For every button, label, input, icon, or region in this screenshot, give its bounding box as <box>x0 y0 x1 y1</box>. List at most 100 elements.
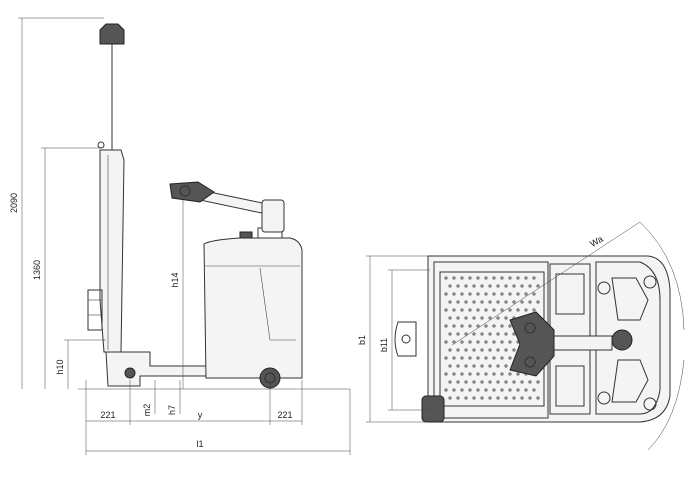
dimension-m2: m2 <box>142 380 156 416</box>
dimension-221-front-label: 221 <box>100 410 115 420</box>
platform-hole <box>483 355 489 361</box>
platform-hole <box>471 283 477 289</box>
dimension-b1: b1 <box>357 255 428 423</box>
platform-hole <box>491 355 497 361</box>
platform-hole <box>487 347 493 353</box>
platform-hole <box>531 291 537 297</box>
platform-hole <box>499 339 505 345</box>
dimension-b1-label: b1 <box>357 335 367 345</box>
platform-hole <box>503 379 509 385</box>
platform-hole <box>459 275 465 281</box>
platform-hole <box>499 387 505 393</box>
platform-hole <box>471 379 477 385</box>
platform-hole <box>531 307 537 313</box>
platform-hole <box>459 307 465 313</box>
platform-hole <box>471 347 477 353</box>
platform-hole <box>479 283 485 289</box>
platform-hole <box>515 275 521 281</box>
platform-hole <box>483 371 489 377</box>
platform-hole <box>491 371 497 377</box>
drive-unit <box>203 227 303 389</box>
platform-hole <box>459 371 465 377</box>
dimension-1360-label: 1360 <box>32 260 42 280</box>
dimension-b11-label: b11 <box>379 338 389 352</box>
dimension-y-label: y <box>198 410 203 420</box>
platform-hole <box>463 283 469 289</box>
platform-hole <box>467 323 473 329</box>
platform-hole <box>499 355 505 361</box>
platform-hole <box>467 291 473 297</box>
platform-hole <box>499 371 505 377</box>
platform-hole <box>507 275 513 281</box>
tiller-arm <box>169 181 285 233</box>
platform-hole <box>479 379 485 385</box>
platform-hole <box>471 299 477 305</box>
platform-hole <box>467 339 473 345</box>
platform-hole <box>487 283 493 289</box>
platform-hole <box>467 307 473 313</box>
platform-hole <box>495 379 501 385</box>
dimension-h10: h10 <box>55 339 106 389</box>
platform-hole <box>511 379 517 385</box>
platform-hole <box>471 395 477 401</box>
platform-hole <box>487 395 493 401</box>
platform-hole <box>479 299 485 305</box>
platform-hole <box>491 275 497 281</box>
side-view: 2090 1360 h10 h14 m2 h7 <box>9 17 351 455</box>
platform-hole <box>507 291 513 297</box>
platform-hole <box>447 379 453 385</box>
platform-hole <box>451 323 457 329</box>
platform-hole <box>495 299 501 305</box>
platform-hole <box>475 371 481 377</box>
platform-hole <box>499 307 505 313</box>
platform-hole <box>503 299 509 305</box>
platform-hole <box>519 283 525 289</box>
platform-hole <box>451 307 457 313</box>
platform-hole <box>527 379 533 385</box>
platform-hole <box>459 387 465 393</box>
platform-hole <box>471 331 477 337</box>
platform-hole <box>479 347 485 353</box>
platform-hole <box>479 315 485 321</box>
platform-hole <box>471 315 477 321</box>
platform-hole <box>503 283 509 289</box>
platform-hole <box>507 323 513 329</box>
platform-hole <box>527 299 533 305</box>
dimension-h14: h14 <box>170 200 184 389</box>
dimension-h10-label: h10 <box>55 359 65 374</box>
platform-hole <box>531 387 537 393</box>
platform-hole <box>503 395 509 401</box>
platform-hole <box>447 299 453 305</box>
platform-hole <box>467 387 473 393</box>
dimension-221-rear-label: 221 <box>277 410 292 420</box>
platform-hole <box>455 299 461 305</box>
platform-hole <box>471 363 477 369</box>
platform-hole <box>503 315 509 321</box>
platform-hole <box>511 395 517 401</box>
dimension-2090-label: 2090 <box>9 193 19 213</box>
platform-hole <box>515 307 521 313</box>
platform-hole <box>535 395 541 401</box>
platform-hole <box>511 299 517 305</box>
platform-hole <box>503 331 509 337</box>
platform-hole <box>463 315 469 321</box>
platform-hole <box>475 355 481 361</box>
platform-hole <box>511 283 517 289</box>
platform-hole <box>483 307 489 313</box>
platform-hole <box>491 307 497 313</box>
platform-hole <box>463 347 469 353</box>
platform-hole <box>451 371 457 377</box>
dimension-l1: l1 <box>86 439 350 452</box>
platform-hole <box>451 355 457 361</box>
platform-hole <box>507 355 513 361</box>
platform-hole <box>491 323 497 329</box>
platform-hole <box>503 363 509 369</box>
platform-hole <box>479 395 485 401</box>
platform-hole <box>519 379 525 385</box>
platform-hole <box>527 395 533 401</box>
platform-hole <box>495 283 501 289</box>
platform-hole <box>475 275 481 281</box>
dimension-l1-label: l1 <box>196 439 203 449</box>
platform-hole <box>443 355 449 361</box>
fork-platform <box>105 351 211 387</box>
